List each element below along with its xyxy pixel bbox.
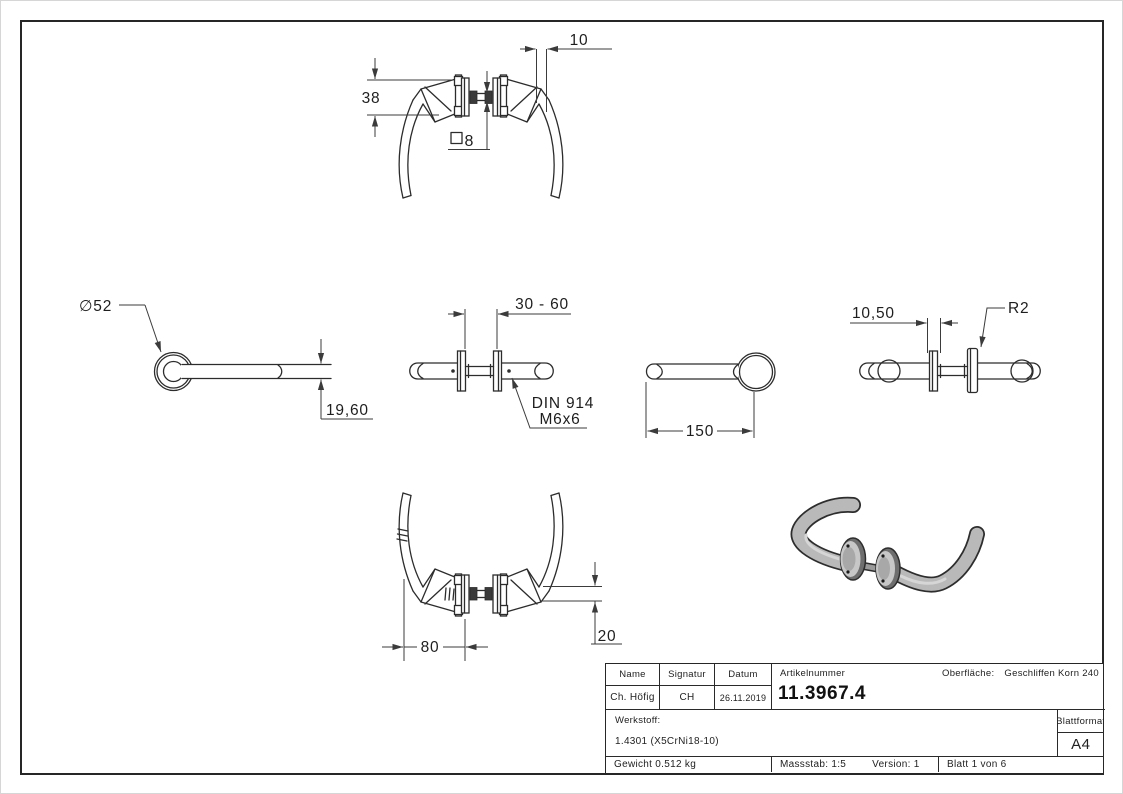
- surface-label: Oberfläche:: [942, 668, 995, 679]
- iso-right-lever: [886, 526, 985, 593]
- drawing-frame: [20, 20, 1104, 775]
- article-number-value: 11.3967.4: [778, 683, 866, 704]
- material-value: 1.4301 (X5CrNi18-10): [615, 736, 719, 747]
- bottom-view: 80 20: [382, 493, 622, 661]
- front-view-right: 150: [645, 352, 776, 440]
- iso-view: [790, 496, 985, 593]
- title-block-header-datum: Datum: [715, 664, 772, 686]
- dim-diameter-label: ∅52: [79, 298, 112, 315]
- top-view: 38 10 8: [358, 32, 612, 198]
- title-block: Name Signatur Datum Artikelnummer Oberfl…: [605, 663, 1105, 774]
- dim-length-label: 150: [686, 423, 714, 440]
- title-block-header-signatur: Signatur: [660, 664, 715, 686]
- side-view-center: 30 - 60 DIN 914 M6x6: [409, 296, 594, 429]
- dim-offset-label: 19,60: [326, 402, 369, 419]
- square-symbol: [450, 131, 463, 145]
- date-value: 26.11.2019: [715, 686, 772, 710]
- title-block-header-name: Name: [606, 664, 660, 686]
- author-name: Ch. Höfig: [606, 686, 660, 710]
- iso-right-rosette: [875, 547, 901, 590]
- front-view-left: ∅52 19,60: [79, 298, 373, 420]
- dim-range-label: 30 - 60: [515, 296, 569, 313]
- surface-value: Geschliffen Korn 240: [1004, 668, 1099, 679]
- dim-80-label: 80: [421, 639, 440, 656]
- dim-radius-label: R2: [1008, 300, 1029, 317]
- sheet-format-label: Blattformat: [1058, 710, 1104, 733]
- scale-cell: Massstab: 1:5 Version: 1: [772, 757, 939, 772]
- article-number-label: Artikelnummer: [780, 668, 846, 679]
- dim-38-label: 38: [362, 90, 381, 107]
- sheet-format-value: A4: [1058, 733, 1104, 757]
- dim-20-label: 20: [598, 628, 617, 645]
- sheet-number-value: Blatt 1 von 6: [947, 759, 1007, 770]
- screw-note-line2: M6x6: [539, 411, 580, 428]
- dim-10-label: 10: [570, 32, 589, 49]
- side-view-right: 10,50 R2: [850, 300, 1041, 394]
- iso-left-rosette: [839, 537, 867, 581]
- article-number-cell: Artikelnummer Oberfläche: Geschliffen Ko…: [772, 664, 1105, 710]
- dim-square8-label: 8: [465, 133, 474, 150]
- material-cell: Werkstoff: 1.4301 (X5CrNi18-10): [606, 710, 1058, 757]
- screw-note-line1: DIN 914: [532, 395, 594, 412]
- author-signature: CH: [660, 686, 715, 710]
- version-value: Version: 1: [872, 759, 920, 770]
- scale-value: Massstab: 1:5: [780, 759, 847, 770]
- weight-value: Gewicht 0.512 kg: [606, 757, 772, 772]
- material-label: Werkstoff:: [615, 715, 661, 726]
- dim-width-label: 10,50: [852, 305, 895, 322]
